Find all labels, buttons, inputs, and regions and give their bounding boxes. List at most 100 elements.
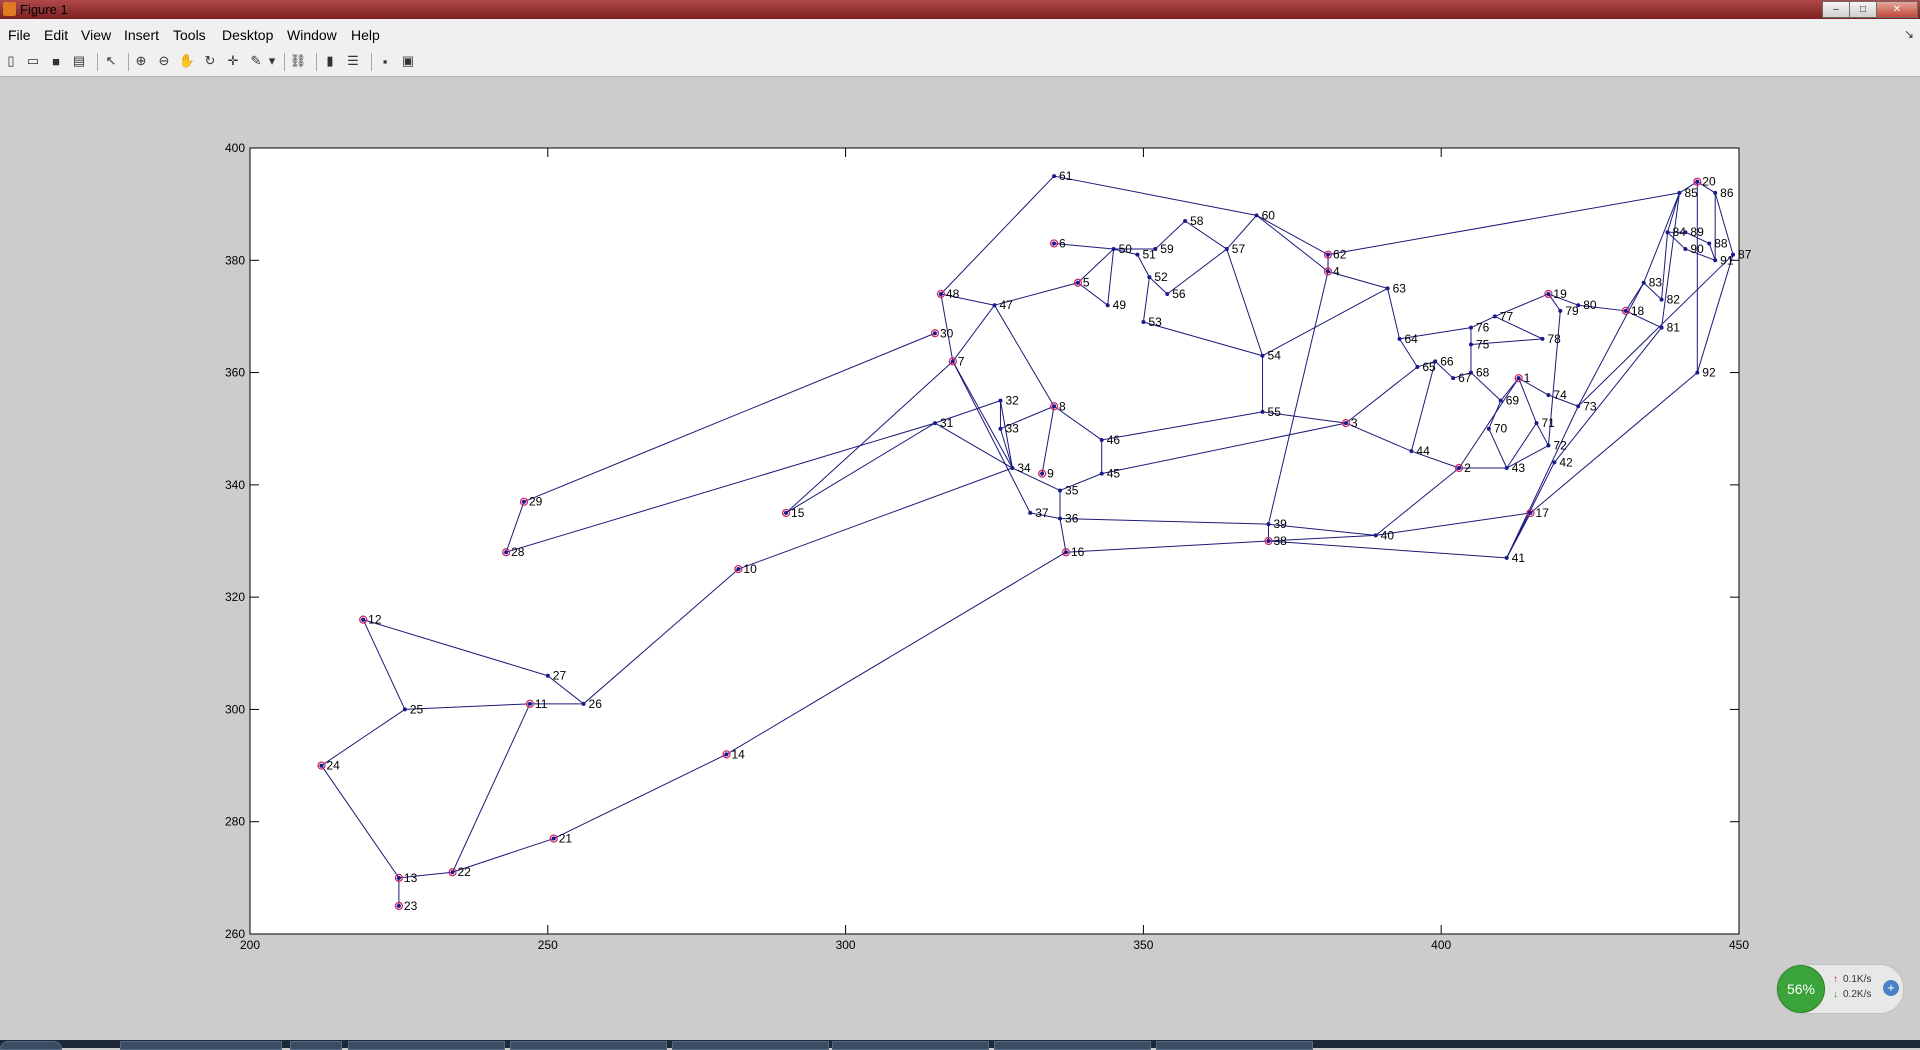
start-button[interactable] [0, 1041, 62, 1050]
taskbar-item[interactable] [348, 1041, 505, 1050]
y-tick-label: 300 [225, 702, 245, 716]
network-edge [452, 703, 531, 873]
node-label: 57 [1232, 242, 1246, 256]
new-figure-icon[interactable]: ▯ [7, 53, 15, 68]
center-marker [359, 615, 368, 624]
node-label: 62 [1333, 248, 1347, 262]
node-label: 26 [589, 697, 603, 711]
zoom-in-icon[interactable]: ⊕ [135, 53, 147, 68]
open-file-icon[interactable]: ▭ [26, 53, 40, 68]
node-label: 74 [1553, 388, 1567, 402]
zoom-out-icon[interactable]: ⊖ [158, 53, 170, 68]
network-edge [1184, 220, 1228, 250]
network-edge [1143, 321, 1263, 357]
node-label: 63 [1393, 281, 1407, 295]
menu-file[interactable]: File [8, 27, 31, 43]
matlab-logo-icon [3, 2, 16, 16]
network-edge [1553, 327, 1662, 463]
dropdown-icon[interactable]: ▾ [268, 53, 276, 68]
network-node [1135, 252, 1140, 257]
center-marker [1049, 402, 1059, 411]
center-marker [1323, 250, 1333, 259]
node-label: 18 [1631, 304, 1645, 318]
taskbar-item[interactable] [832, 1041, 989, 1050]
network-node [1105, 303, 1110, 308]
node-label: 24 [326, 759, 340, 773]
network-edge [1327, 271, 1388, 289]
node-label: 37 [1035, 506, 1049, 520]
node-label: 40 [1381, 528, 1395, 542]
network-edge [1327, 192, 1680, 256]
maximize-button[interactable]: □ [1849, 1, 1877, 18]
node-label: 12 [368, 613, 382, 627]
center-marker [1049, 239, 1059, 248]
x-tick-label: 300 [836, 938, 856, 952]
rotate-3d-icon[interactable]: ↻ [204, 53, 216, 68]
center-marker [1061, 548, 1071, 557]
network-edge [952, 361, 1031, 514]
network-edge [1488, 428, 1508, 469]
node-label: 8 [1059, 399, 1066, 413]
data-cursor-icon[interactable]: ✛ [227, 53, 239, 68]
insert-legend-icon[interactable]: ☰ [347, 53, 359, 68]
network-edge [1458, 377, 1520, 469]
node-label: 45 [1107, 467, 1121, 481]
save-icon[interactable]: ■ [52, 53, 60, 69]
menu-tools[interactable]: Tools [173, 27, 206, 43]
network-edge [1226, 215, 1257, 250]
taskbar-item[interactable] [672, 1041, 829, 1050]
taskbar-item[interactable] [994, 1041, 1151, 1050]
center-marker [1621, 306, 1630, 315]
network-edge [404, 703, 530, 710]
node-label: 83 [1649, 276, 1663, 290]
menu-help[interactable]: Help [351, 27, 380, 43]
network-edge [1470, 338, 1543, 345]
taskbar-item[interactable] [290, 1041, 342, 1050]
taskbar-item[interactable] [1156, 1041, 1313, 1050]
network-node [1111, 247, 1116, 252]
network-edge [1113, 248, 1138, 256]
dock-arrow-icon[interactable]: ↘ [1903, 27, 1914, 41]
show-plot-tools-icon[interactable]: ▣ [401, 53, 415, 68]
close-button[interactable]: ✕ [1876, 1, 1918, 18]
pan-hand-icon[interactable]: ✋ [178, 53, 196, 68]
node-label: 10 [743, 562, 757, 576]
expand-plus-icon[interactable]: + [1883, 980, 1899, 996]
network-edge [1345, 366, 1418, 424]
taskbar-item[interactable] [510, 1041, 667, 1050]
network-edge [1410, 361, 1436, 452]
menu-desktop[interactable]: Desktop [222, 27, 274, 43]
menu-insert[interactable]: Insert [124, 27, 160, 43]
network-node [1468, 342, 1473, 347]
center-marker [781, 508, 791, 518]
network-edge [1661, 232, 1669, 300]
menu-window[interactable]: Window [287, 27, 337, 43]
center-marker [1038, 469, 1047, 478]
network-edge [1643, 282, 1662, 300]
network-node [1415, 364, 1420, 369]
network-node [1224, 247, 1229, 252]
taskbar-item[interactable] [120, 1041, 282, 1050]
network-node [450, 870, 455, 875]
network-node [521, 499, 526, 504]
print-icon[interactable]: ▤ [72, 53, 86, 68]
node-label: 31 [940, 416, 954, 430]
brush-icon[interactable]: ✎ [250, 53, 262, 68]
menu-edit[interactable]: Edit [44, 27, 69, 43]
center-marker [525, 699, 535, 708]
hide-plot-tools-icon[interactable]: ▪ [382, 53, 388, 69]
link-plot-icon[interactable]: ⛓ [289, 53, 307, 68]
menu-view[interactable]: View [81, 27, 112, 43]
network-node [998, 398, 1003, 403]
network-node [1063, 550, 1068, 555]
node-label: 64 [1405, 332, 1419, 346]
minimize-button[interactable]: – [1822, 1, 1850, 18]
insert-colorbar-icon[interactable]: ▮ [326, 53, 334, 68]
network-edge [1548, 293, 1579, 306]
network-edge [1059, 473, 1102, 491]
network-edge [738, 467, 1013, 570]
network-monitor-widget[interactable]: 56% ↑ 0.1K/s ↓ 0.2K/s + [1776, 964, 1904, 1014]
node-label: 73 [1583, 399, 1597, 413]
select-arrow-icon[interactable]: ↖ [105, 53, 117, 68]
network-edge [1494, 315, 1543, 340]
